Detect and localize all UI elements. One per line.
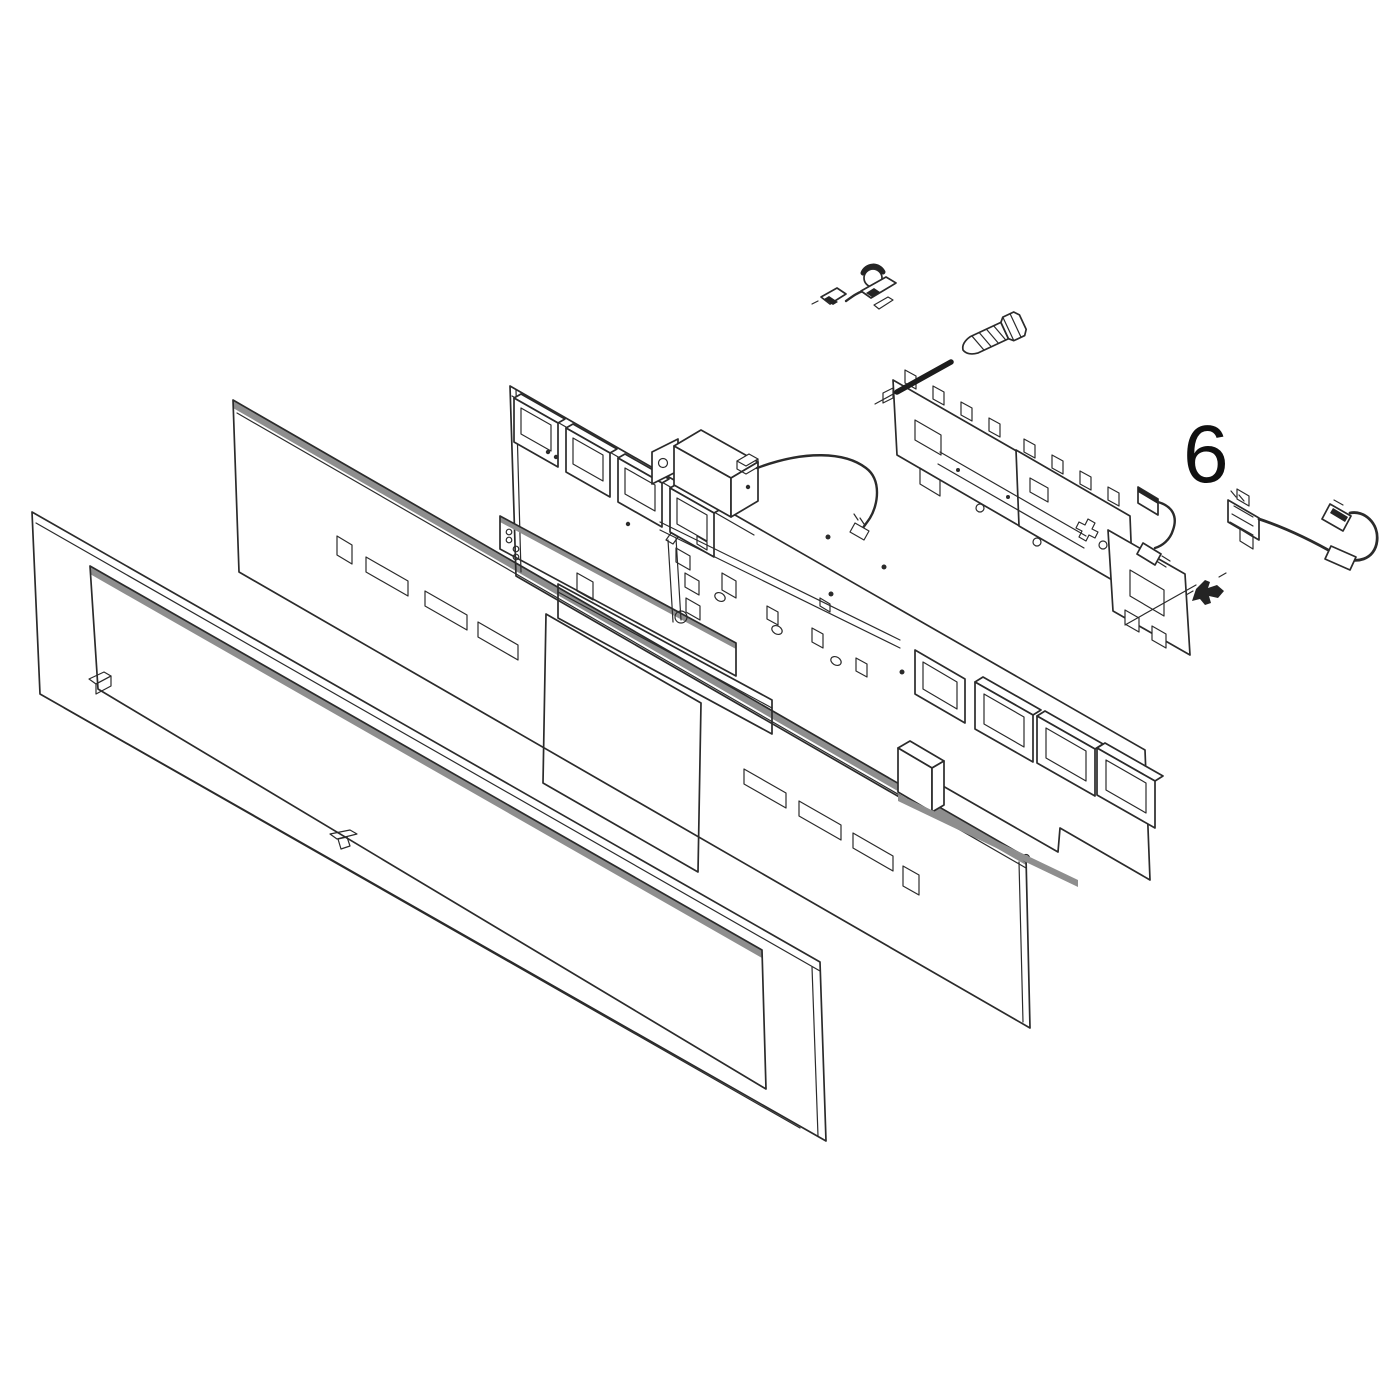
wire-jumper	[811, 263, 897, 310]
wire-connector	[849, 522, 870, 541]
bracket-wire	[1136, 486, 1176, 568]
harness-connector	[1321, 503, 1352, 532]
button-cutout	[743, 768, 787, 809]
board-holes	[545, 449, 905, 678]
harness-ferrule	[1324, 545, 1357, 571]
hinge-rod	[874, 359, 954, 405]
display-pcb-assembly	[499, 385, 1164, 887]
retainer-screw	[1185, 572, 1227, 605]
bezel-window-cutout	[89, 565, 767, 1090]
display-module	[499, 515, 773, 735]
bezel-tab	[329, 829, 358, 840]
button-cutout	[902, 865, 920, 896]
mounting-screw	[961, 311, 1028, 355]
button-cutout	[852, 832, 894, 872]
part-number-label: 6	[1183, 409, 1229, 500]
harness-wire	[1257, 511, 1379, 562]
speaker-wire	[755, 454, 879, 530]
board-rails	[659, 521, 901, 649]
button-cutout	[798, 800, 842, 841]
button-cutout	[336, 535, 353, 565]
keypad-frame-row-top	[513, 393, 722, 558]
speaker-box	[651, 429, 879, 541]
front-bezel-frame	[31, 511, 827, 1142]
glass-control-panel	[232, 399, 1031, 1029]
button-cutout	[365, 556, 409, 597]
rear-mounting-bracket	[874, 311, 1227, 656]
button-cutout	[477, 621, 519, 661]
wire-harness	[1227, 488, 1379, 571]
display-window-cutout	[542, 613, 702, 873]
light-guide	[897, 740, 1078, 887]
button-cutout	[424, 590, 468, 631]
keypad-frame-row-bottom	[914, 649, 1164, 829]
cross-cutout	[1075, 518, 1099, 542]
